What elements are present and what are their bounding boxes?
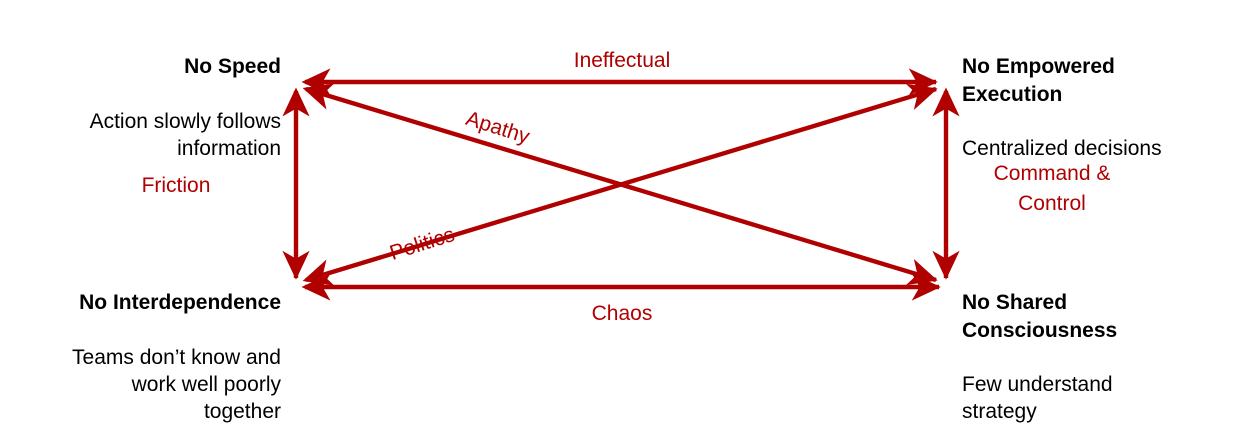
- node-description: Teams don’t know and work well poorly to…: [72, 345, 281, 424]
- node-title: No Speed: [184, 55, 281, 79]
- edge-label-chaos: Chaos: [591, 302, 653, 325]
- node-title: No Empowered Execution: [962, 55, 1115, 106]
- node-description: Centralized decisions: [962, 137, 1162, 161]
- node-no-shared-consciousness: No Shared Consciousness Few understand s…: [962, 262, 1235, 431]
- node-title: No Shared Consciousness: [962, 291, 1118, 342]
- node-no-empowered-execution: No Empowered Execution Centralized decis…: [962, 26, 1235, 190]
- node-no-interdependence: No Interdependence Teams don’t know and …: [0, 262, 281, 431]
- edge-label-command-control: Command & Control: [993, 162, 1111, 216]
- node-description: Few understand strategy: [962, 373, 1113, 424]
- node-no-speed: No Speed Action slowly follows informati…: [0, 26, 281, 190]
- node-title: No Interdependence: [79, 291, 281, 315]
- edge-label-ineffectual: Ineffectual: [573, 49, 671, 72]
- node-description: Action slowly follows information: [89, 109, 281, 161]
- edge-line-politics: [302, 83, 938, 286]
- edge-label-friction: Friction: [141, 174, 211, 197]
